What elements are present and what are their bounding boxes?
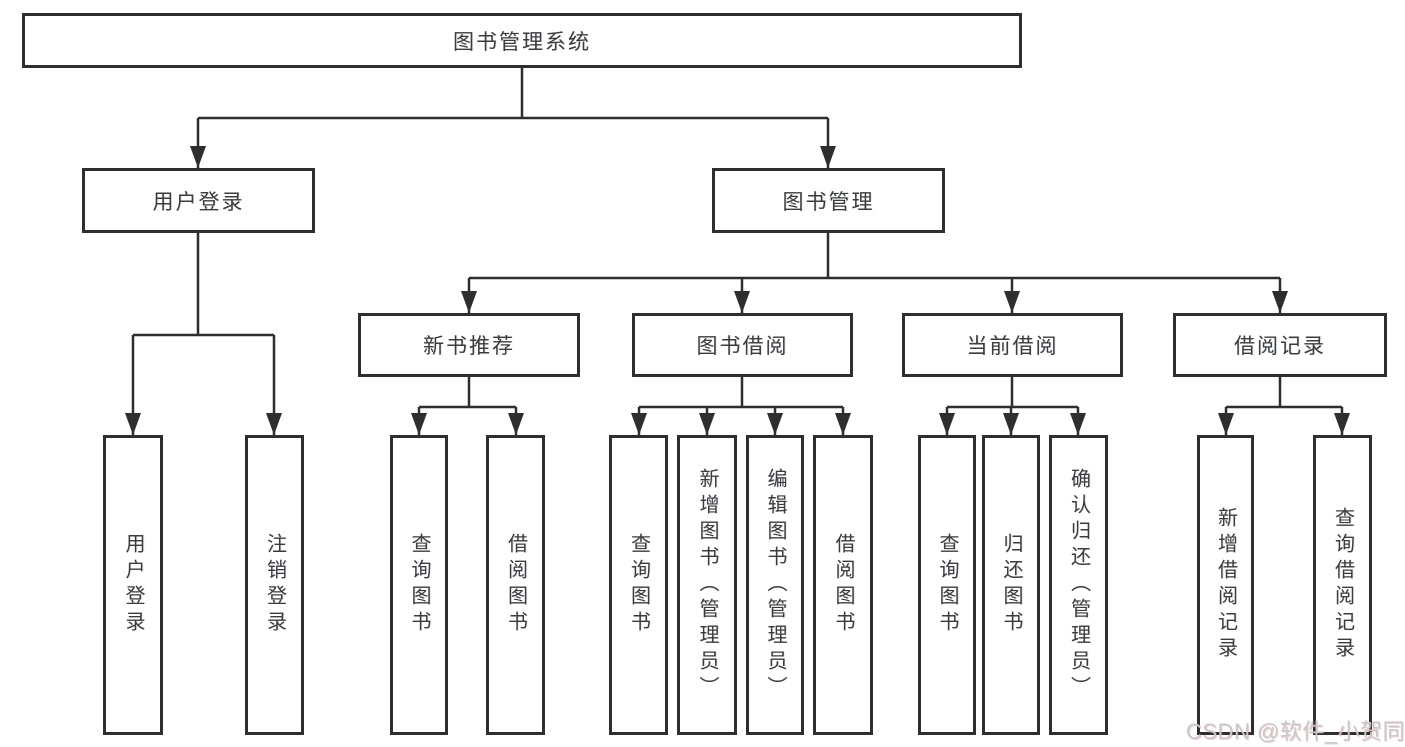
leaf-logout: 注销登录 <box>245 435 304 735</box>
node-book-management-label: 图书管理 <box>782 190 875 214</box>
leaf-query-book-recommend-label: 查询图书 <box>408 533 430 637</box>
leaf-query-book-borrow: 查询图书 <box>609 435 668 735</box>
leaf-borrow-book-recommend-label: 借阅图书 <box>504 533 527 637</box>
leaf-query-book-current: 查询图书 <box>918 435 976 735</box>
leaf-edit-book-admin-label: 编辑图书（管理员） <box>764 468 786 702</box>
leaf-query-borrow-record: 查询借阅记录 <box>1313 435 1372 735</box>
leaf-return-book: 归还图书 <box>982 435 1040 735</box>
node-new-book-recommend-label: 新书推荐 <box>423 335 515 358</box>
node-current-borrow: 当前借阅 <box>902 313 1123 377</box>
leaf-borrow-book-recommend: 借阅图书 <box>486 435 545 735</box>
node-root-label: 图书管理系统 <box>453 30 591 54</box>
node-borrow-records-label: 借阅记录 <box>1234 335 1326 358</box>
connector-borrow-records-to-leaves <box>1218 377 1350 435</box>
node-current-borrow-label: 当前借阅 <box>966 335 1059 358</box>
node-user-login: 用户登录 <box>82 168 315 233</box>
leaf-add-borrow-record-label: 新增借阅记录 <box>1214 507 1237 663</box>
node-user-login-label: 用户登录 <box>152 190 245 214</box>
node-root: 图书管理系统 <box>22 13 1022 68</box>
leaf-borrow-book-label: 借阅图书 <box>832 533 854 637</box>
leaf-user-login-label: 用户登录 <box>122 533 144 637</box>
connector-user-login-to-leaves <box>125 233 282 435</box>
connector-book-borrow-to-leaves <box>631 377 851 435</box>
leaf-add-book-admin-label: 新增图书（管理员） <box>696 468 718 702</box>
leaf-confirm-return-admin: 确认归还（管理员） <box>1049 435 1108 735</box>
leaf-return-book-label: 归还图书 <box>1000 533 1022 637</box>
leaf-query-book-borrow-label: 查询图书 <box>627 533 650 637</box>
leaf-borrow-book: 借阅图书 <box>813 435 873 735</box>
connector-current-borrow-to-leaves <box>939 377 1086 435</box>
connector-new-book-recommend-to-leaves <box>411 377 524 435</box>
leaf-query-book-recommend: 查询图书 <box>390 435 448 735</box>
leaf-query-book-current-label: 查询图书 <box>936 533 958 637</box>
leaf-add-borrow-record: 新增借阅记录 <box>1197 435 1254 735</box>
leaf-edit-book-admin: 编辑图书（管理员） <box>746 435 804 735</box>
node-book-borrow-label: 图书借阅 <box>696 335 789 358</box>
node-book-borrow: 图书借阅 <box>632 313 853 377</box>
leaf-add-book-admin: 新增图书（管理员） <box>677 435 737 735</box>
leaf-confirm-return-admin-label: 确认归还（管理员） <box>1067 468 1090 702</box>
leaf-query-borrow-record-label: 查询借阅记录 <box>1331 507 1354 663</box>
node-new-book-recommend: 新书推荐 <box>358 313 580 377</box>
connector-root-to-level1 <box>190 68 836 168</box>
node-book-management: 图书管理 <box>712 168 945 233</box>
leaf-user-login: 用户登录 <box>103 435 163 735</box>
leaf-logout-label: 注销登录 <box>263 533 286 637</box>
connector-book-management-to-level2 <box>461 233 1288 313</box>
node-borrow-records: 借阅记录 <box>1173 313 1387 377</box>
